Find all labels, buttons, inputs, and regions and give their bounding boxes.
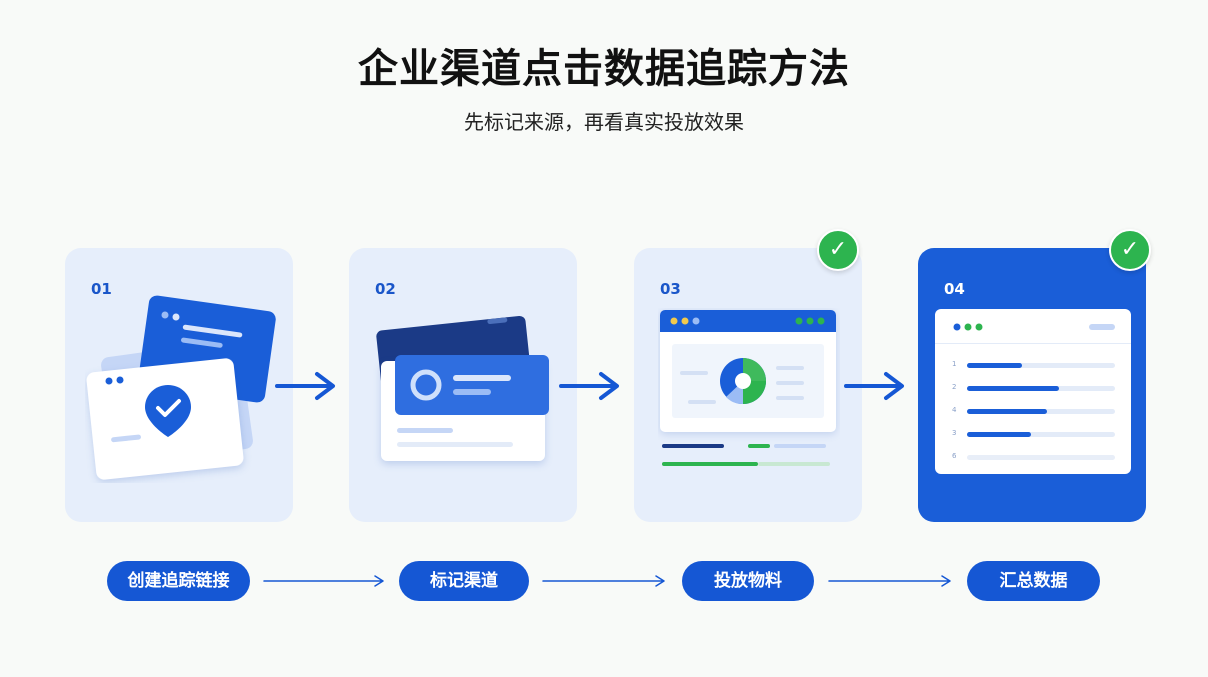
step-number-4: 04	[944, 280, 965, 298]
rank-label: 4	[952, 406, 957, 414]
flow-arrow-1	[275, 372, 335, 400]
step-number-2: 02	[375, 280, 396, 298]
step-label-4: 汇总数据	[967, 561, 1100, 601]
data-summary-panel: 1 2 4 3 6	[935, 309, 1131, 474]
step-number-3: 03	[660, 280, 681, 298]
campaign-material-illustration	[660, 310, 836, 466]
step-card-4: 04 1 2 4 3 6	[918, 248, 1146, 522]
page-title: 企业渠道点击数据追踪方法	[358, 46, 850, 92]
step-card-1: 01	[65, 248, 293, 522]
channel-tag-illustration	[376, 315, 549, 461]
label-arrow-2	[542, 575, 665, 587]
flow-arrow-3	[844, 372, 904, 400]
rank-label: 2	[952, 383, 957, 391]
step-card-3: 03	[634, 248, 862, 522]
flow-arrow-2	[559, 372, 619, 400]
step-label-2: 标记渠道	[399, 561, 529, 601]
step-card-2: 02	[349, 248, 577, 522]
step-number-1: 01	[91, 280, 112, 298]
completed-check-icon-3: ✓	[817, 229, 859, 271]
label-arrow-3	[828, 575, 951, 587]
rank-label: 3	[952, 429, 957, 437]
label-arrow-1	[263, 575, 384, 587]
step-label-1: 创建追踪链接	[107, 561, 250, 601]
page-subtitle: 先标记来源，再看真实投放效果	[464, 110, 744, 134]
rank-label: 1	[952, 360, 957, 368]
tracking-link-illustration	[86, 295, 276, 480]
summary-panel-chrome	[935, 323, 1131, 460]
completed-check-icon-4: ✓	[1109, 229, 1151, 271]
step-label-3: 投放物料	[682, 561, 814, 601]
rank-label: 6	[952, 452, 957, 460]
